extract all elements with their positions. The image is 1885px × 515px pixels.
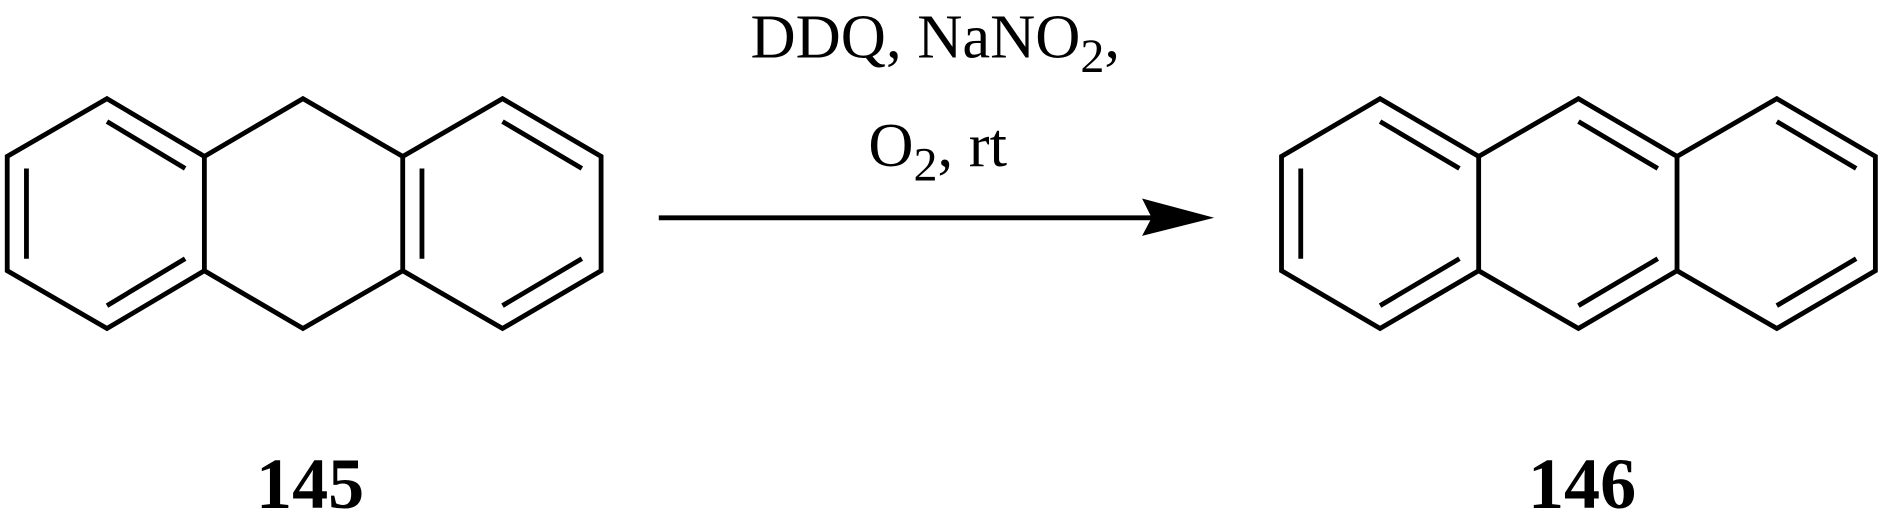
double-bond: [1577, 119, 1660, 171]
reagents-line-1: DDQ, NaNO2,: [751, 2, 1120, 83]
reactant-dihydroanthracene: [4, 95, 604, 332]
product-label: 146: [1528, 444, 1636, 515]
double-bond: [1378, 256, 1461, 308]
reaction-arrow: [658, 198, 1215, 236]
ring-right: [401, 95, 604, 332]
double-bond: [1577, 256, 1660, 308]
reagents-line-2: O2, rt: [868, 110, 1007, 191]
double-bond: [105, 256, 187, 308]
double-bond: [1775, 119, 1858, 171]
double-bond: [1775, 256, 1858, 308]
product-anthracene: [1279, 95, 1878, 332]
reactant-label: 145: [256, 444, 364, 515]
ring-middle: [203, 95, 406, 332]
ring-right: [1675, 95, 1878, 332]
ring-middle: [1477, 95, 1680, 332]
double-bond: [501, 256, 584, 308]
double-bond: [105, 119, 187, 171]
double-bond: [1378, 119, 1461, 171]
ring-left: [4, 95, 207, 332]
ring-left: [1279, 95, 1482, 332]
double-bond: [501, 119, 584, 171]
